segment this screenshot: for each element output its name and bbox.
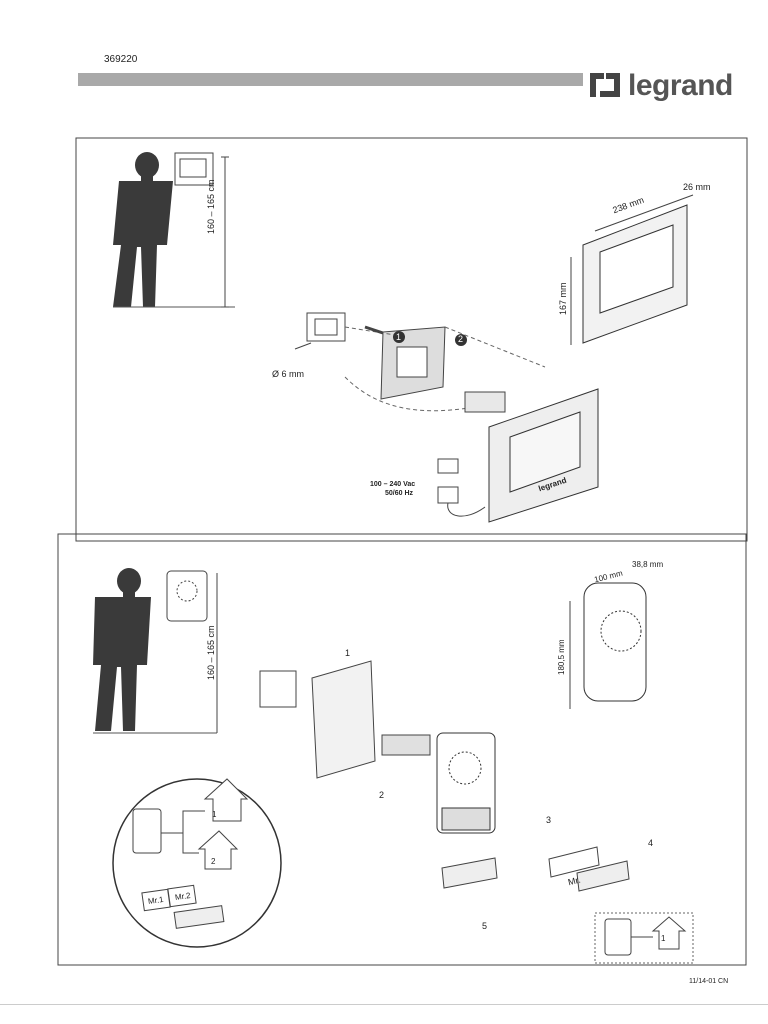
panel-doorstation-installation (57, 533, 747, 966)
mounting-bracket (380, 326, 446, 400)
panel1-height-dim: 167 mm (558, 282, 568, 315)
doorstation-installation-diagram (57, 533, 747, 966)
wall-box (294, 312, 346, 350)
panel1-step2: 2 (458, 334, 464, 344)
panel2-step4: 4 (648, 838, 654, 848)
panel1-depth-dim: 26 mm (683, 182, 711, 192)
monitor-dimension-view (582, 204, 688, 344)
panel2-step3: 3 (546, 815, 552, 825)
legrand-logo-icon (590, 73, 620, 97)
panel1-step1: 1 (396, 332, 402, 342)
panel2-inset-button: 1 (661, 934, 666, 943)
panel2-step2: 2 (379, 790, 385, 800)
person-silhouette (113, 152, 173, 307)
footer-code: 11/14-01 CN (689, 978, 729, 985)
panel-monitor-installation (75, 137, 748, 542)
panel2-step1: 1 (345, 648, 351, 658)
legrand-logo: legrand (588, 66, 733, 106)
panel2-button2: 2 (211, 857, 216, 866)
panel1-power-line2: 50/60 Hz (385, 490, 414, 497)
panel1-height-range: 160 – 165 cm (206, 179, 216, 234)
panel1-power-line1: 100 – 240 Vac (370, 481, 416, 488)
bottom-line (0, 1004, 768, 1005)
panel2-height-range: 160 – 165 cm (206, 625, 216, 680)
header-bar (78, 73, 583, 86)
legrand-wordmark: legrand (628, 69, 733, 102)
person-silhouette-2 (93, 568, 151, 731)
panel2-height-dim: 180,5 mm (557, 639, 566, 675)
monitor-installation-diagram (75, 137, 748, 542)
monitor-device (488, 388, 599, 523)
reference-code: 369220 (104, 54, 138, 65)
panel2-step5: 5 (482, 921, 488, 931)
panel2-button1: 1 (212, 810, 217, 819)
panel1-hole-dim: Ø 6 mm (272, 369, 305, 379)
panel2-depth-dim: 38,8 mm (632, 560, 664, 569)
